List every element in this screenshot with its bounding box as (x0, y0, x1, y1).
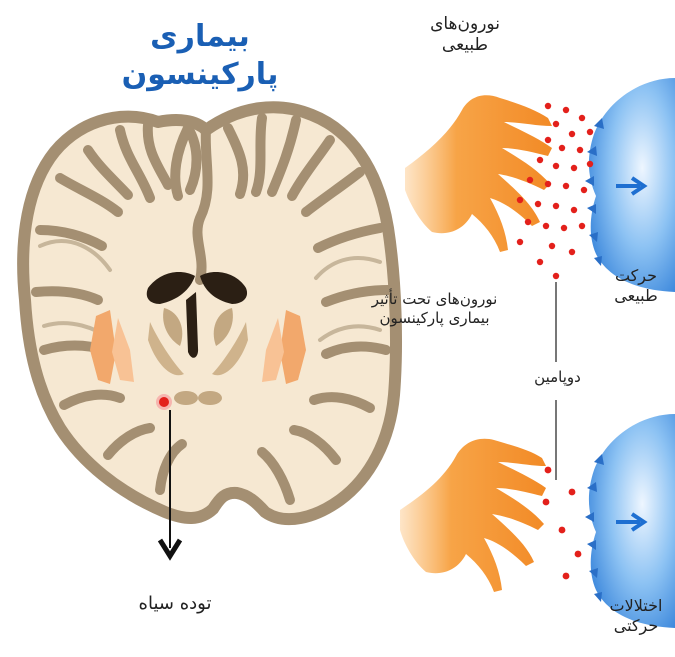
substantia-nigra-label: توده سیاه (115, 593, 235, 616)
dopamine-dots-top (517, 103, 593, 279)
affected-neuron (400, 439, 546, 592)
affected-neurons-label: نورون‌های تحت تأثیر بیماری پارکینسون (362, 290, 507, 328)
dopamine-dots-bottom (543, 467, 582, 580)
dopamine-label: دوپامین (510, 368, 605, 387)
normal-movement-label: حرکت طبیعی (600, 266, 672, 306)
normal-neurons-label: نورون‌های طبیعی (405, 14, 525, 57)
page-title: بیماری پارکینسون (80, 18, 320, 93)
brain-cross-section (23, 107, 396, 519)
movement-disorders-label: اختلالات حرکتی (600, 596, 672, 636)
normal-neuron (405, 95, 552, 252)
